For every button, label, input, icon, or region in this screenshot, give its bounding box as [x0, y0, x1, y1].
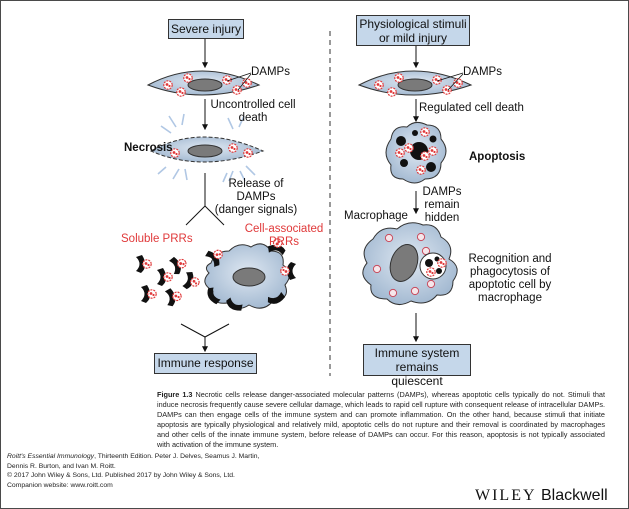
logo-blackwell: Blackwell: [540, 487, 608, 504]
book-title: Roitt's Essential Immunology: [7, 453, 95, 460]
right-damps-label: DAMPs: [463, 66, 502, 78]
figure-caption: Figure 1.3 Necrotic cells release danger…: [157, 390, 605, 450]
publisher-logo: WILEY Blackwell: [475, 487, 608, 505]
recognition-label: Recognition and phagocytosis of apoptoti…: [468, 253, 552, 304]
caption-text: Necrotic cells release danger-associated…: [157, 390, 606, 449]
logo-wiley: WILEY: [475, 487, 537, 504]
apoptotic-cell: [385, 121, 447, 184]
apoptosis-label: Apoptosis: [469, 151, 526, 163]
left-damps-label: DAMPs: [251, 66, 290, 78]
immune-cell: [203, 237, 296, 314]
citation-line-1: Roitt's Essential Immunology, Thirteenth…: [7, 452, 337, 462]
soluble-prrs-label: Soluble PRRs: [121, 233, 193, 245]
right-healthy-cell: [357, 70, 473, 97]
citation-line-2: Dennis R. Burton, and Ivan M. Roitt.: [7, 462, 116, 470]
citation-line-1-rest: , Thirteenth Edition. Peter J. Delves, S…: [94, 453, 260, 460]
citation-line-3: © 2017 John Wiley & Sons, Ltd. Published…: [7, 472, 235, 479]
cell-prrs-label: Cell-associated PRRs: [244, 223, 324, 248]
macrophage-cell: [362, 222, 458, 305]
necrotic-cell: [149, 113, 265, 183]
figure-label: Figure 1.3: [157, 390, 193, 399]
physiological-stimuli-box: Physiological stimuli or mild injury: [356, 15, 470, 46]
necrosis-label: Necrosis: [124, 142, 173, 154]
left-healthy-cell: [146, 70, 261, 97]
macrophage-label: Macrophage: [344, 210, 408, 222]
engulfed-apoptotic-cell: [419, 252, 447, 280]
book-citation: Roitt's Essential Immunology, Thirteenth…: [7, 452, 337, 490]
regulated-death-label: Regulated cell death: [419, 102, 524, 114]
immune-response-box: Immune response: [154, 353, 257, 374]
severe-injury-box: Severe injury: [168, 19, 244, 39]
soluble-prr-group: [136, 255, 201, 308]
citation-line-4: Companion website: www.roitt.com: [7, 481, 113, 489]
damps-hidden-label: DAMPs remain hidden: [422, 186, 462, 224]
quiescent-box: Immune system remains quiescent: [363, 344, 471, 388]
release-damps-label: Release of DAMPs (danger signals): [214, 178, 298, 216]
uncontrolled-death-label: Uncontrolled cell death: [210, 99, 296, 124]
